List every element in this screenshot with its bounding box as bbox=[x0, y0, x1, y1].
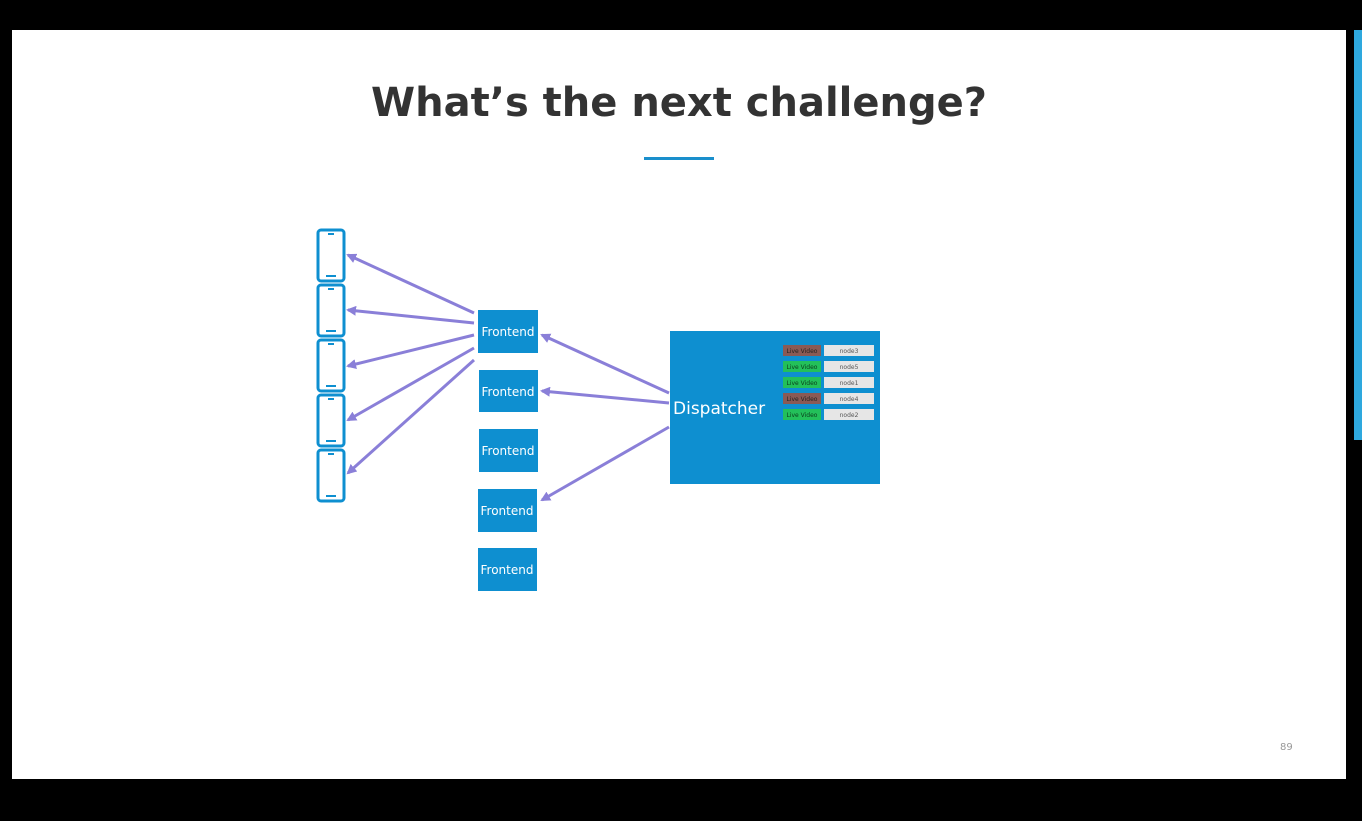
window-edge-strip bbox=[1354, 30, 1362, 440]
stream-status-cell bbox=[783, 409, 821, 420]
node-cell bbox=[824, 361, 874, 372]
arrow bbox=[346, 305, 475, 325]
stream-label: Live Video bbox=[787, 364, 818, 371]
node-label: node2 bbox=[840, 412, 859, 419]
frontend-box: Frontend bbox=[478, 548, 537, 591]
frontend-label: Frontend bbox=[481, 563, 534, 577]
stream-status-cell bbox=[783, 393, 821, 404]
stream-status-cell bbox=[783, 345, 821, 356]
phone-icon bbox=[316, 338, 346, 393]
routing-row: Live Video node1 bbox=[783, 377, 874, 388]
arrows-dispatcher-to-frontends bbox=[540, 333, 670, 502]
slide: What’s the next challenge? bbox=[12, 30, 1346, 779]
dispatcher-box: Dispatcher bbox=[670, 331, 880, 484]
arrow bbox=[346, 346, 475, 422]
frontend-box: Frontend bbox=[479, 429, 538, 472]
routing-row: Live Video node5 bbox=[783, 361, 874, 372]
node-label: node1 bbox=[840, 380, 859, 387]
stream-label: Live Video bbox=[787, 380, 818, 387]
node-label: node3 bbox=[840, 348, 859, 355]
phone-icon bbox=[316, 228, 346, 283]
phone-icon bbox=[316, 448, 346, 503]
stream-status-cell bbox=[783, 361, 821, 372]
node-cell bbox=[824, 377, 874, 388]
routing-row: Live Video node2 bbox=[783, 409, 874, 420]
routing-row: Live Video node3 bbox=[783, 345, 874, 356]
arrow bbox=[346, 358, 476, 475]
arrow bbox=[346, 333, 475, 369]
arrows-frontend-to-phones bbox=[346, 253, 476, 475]
frontend-label: Frontend bbox=[482, 385, 535, 399]
page-number: 89 bbox=[1280, 742, 1293, 753]
stream-label: Live Video bbox=[787, 348, 818, 355]
node-cell bbox=[824, 345, 874, 356]
stream-status-cell bbox=[783, 377, 821, 388]
phone-icon bbox=[316, 393, 346, 448]
frontend-label: Frontend bbox=[482, 444, 535, 458]
node-cell bbox=[824, 393, 874, 404]
stream-label: Live Video bbox=[787, 412, 818, 419]
arrow bbox=[540, 425, 670, 502]
arrow bbox=[540, 386, 670, 405]
dispatcher-label: Dispatcher bbox=[673, 399, 765, 419]
architecture-diagram: Frontend Frontend Frontend Frontend Fron… bbox=[316, 228, 880, 591]
phone-icon bbox=[316, 283, 346, 338]
frontend-box: Frontend bbox=[478, 489, 537, 532]
node-label: node5 bbox=[840, 364, 859, 371]
frontend-box: Frontend bbox=[479, 370, 538, 412]
frontend-label: Frontend bbox=[482, 325, 535, 339]
arrow bbox=[540, 333, 670, 395]
slide-title: What’s the next challenge? bbox=[371, 80, 987, 126]
frontend-label: Frontend bbox=[481, 504, 534, 518]
routing-row: Live Video node4 bbox=[783, 393, 874, 404]
node-label: node4 bbox=[840, 396, 859, 403]
routing-table: Live Video node3 Live Video node5 Live V… bbox=[783, 345, 874, 420]
arrow bbox=[346, 253, 475, 315]
frontend-box: Frontend bbox=[478, 310, 538, 353]
stream-label: Live Video bbox=[787, 396, 818, 403]
title-underline bbox=[644, 157, 714, 160]
node-cell bbox=[824, 409, 874, 420]
